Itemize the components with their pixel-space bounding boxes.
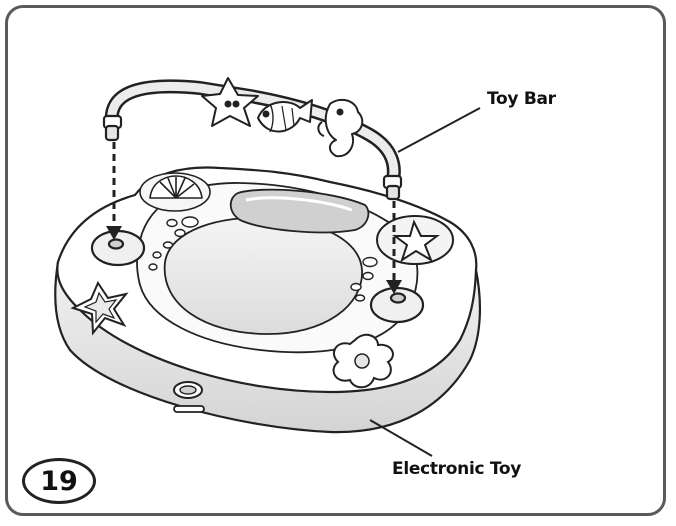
seahorse-toy [317, 98, 364, 158]
electronic-toy-leader-line [369, 419, 433, 457]
electronic-toy-label: Electronic Toy [392, 459, 522, 479]
flower-button [332, 333, 394, 389]
starfish-toy [201, 77, 259, 127]
decorative-dots [148, 216, 378, 302]
toy-bar-leader-line [397, 107, 481, 153]
display-window [229, 188, 370, 234]
step-number-badge: 19 [22, 458, 96, 504]
base-center-bowl [163, 216, 363, 335]
left-star-button [70, 280, 129, 336]
front-slot [173, 405, 205, 413]
electronic-toy-base [54, 166, 482, 434]
toy-bar-label: Toy Bar [487, 89, 556, 109]
shell-button [139, 172, 211, 212]
right-star-button [376, 215, 454, 265]
fish-toy [257, 99, 313, 133]
insertion-arrows [112, 142, 396, 282]
